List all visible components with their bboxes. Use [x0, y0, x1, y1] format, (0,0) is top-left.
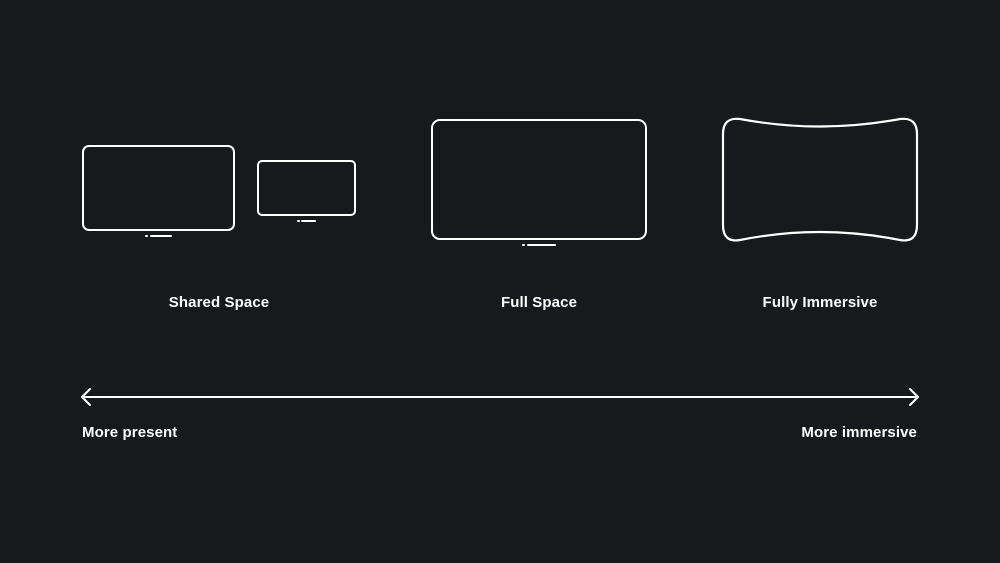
- double-arrow-icon: [81, 388, 919, 406]
- axis-left-label: More present: [82, 424, 178, 441]
- full-space-label: Full Space: [500, 294, 578, 311]
- fully-immersive-icon: [721, 117, 919, 242]
- fully-immersive-label: Fully Immersive: [762, 294, 878, 311]
- monitor-small-icon: [257, 160, 356, 222]
- shared-space-icon: [82, 145, 356, 237]
- arrow-left-head: [81, 388, 91, 406]
- arrow-right-head: [909, 388, 919, 406]
- shared-space-label: Shared Space: [168, 294, 270, 311]
- monitor-large-icon: [82, 145, 235, 237]
- axis-right-label: More immersive: [801, 424, 917, 441]
- full-space-icon: [431, 119, 647, 246]
